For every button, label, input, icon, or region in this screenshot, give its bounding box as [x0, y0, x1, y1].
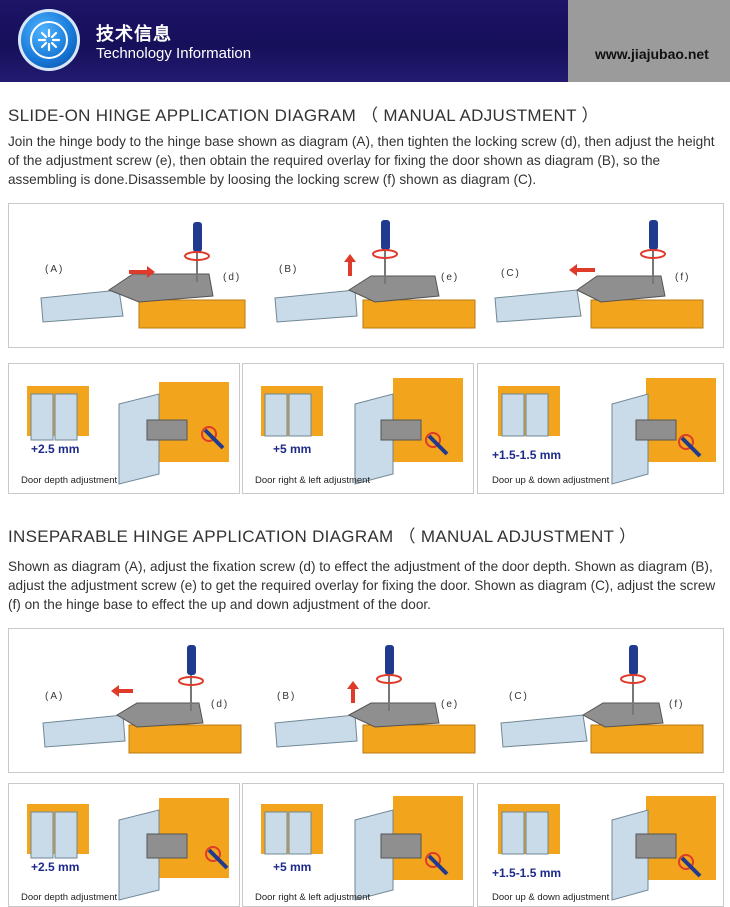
header-title-cn: 技术信息 [96, 24, 172, 44]
header-right-band [568, 0, 730, 82]
screwdriver-icon [385, 645, 394, 675]
screwdriver-icon [187, 645, 196, 675]
diagram-c-label: (C) [509, 691, 529, 702]
adjust-value-lr: +5 mm [273, 442, 312, 456]
rotate-arrow-icon [425, 432, 441, 448]
screwdriver-icon [680, 436, 702, 458]
site-url[interactable]: www.jiajubao.net [595, 46, 709, 62]
arrow-up-icon [347, 681, 359, 703]
screwdriver-icon [649, 220, 658, 250]
adjust-value-lr: +5 mm [273, 860, 312, 874]
diagram-c-screw-label: (f) [669, 699, 685, 710]
section2-adjust-panel-lr: +5 mm Door right & left adjustment [242, 783, 474, 907]
diagram-a-screw-label: (d) [211, 699, 230, 710]
diagram-b-label: (B) [277, 691, 297, 702]
screwdriver-icon [381, 220, 390, 250]
screwdriver-icon [427, 854, 449, 876]
section2-diagram-panel: (A) (d) (B) (e) (C) (f) [8, 628, 724, 773]
door-depth-illustration [27, 798, 229, 901]
rotate-arrow-icon [184, 251, 210, 261]
arrow-right-icon [129, 266, 155, 278]
rotate-arrow-icon [376, 674, 402, 684]
screwdriver-icon [629, 645, 638, 675]
inseparable-hinge-diagram-a [42, 645, 242, 754]
arrow-left-icon [111, 685, 133, 697]
door-ud-illustration [498, 378, 716, 485]
diagram-a-label: (A) [45, 691, 65, 702]
diagram-b-label: (B) [279, 264, 299, 275]
section1-adjust-panel-lr: +5 mm Door right & left adjustment [242, 363, 474, 494]
door-depth-illustration [27, 382, 229, 485]
diagram-a-screw-label: (d) [223, 272, 242, 283]
rotate-arrow-icon [620, 674, 646, 684]
screwdriver-icon [193, 222, 202, 252]
rotate-arrow-icon [425, 852, 441, 868]
adjust-value-ud: +1.5-1.5 mm [492, 866, 562, 880]
diagram-c-screw-label: (f) [675, 272, 691, 283]
rotate-arrow-icon [178, 676, 204, 686]
header-left-band [0, 0, 568, 82]
adjust-caption-lr: Door right & left adjustment [255, 475, 371, 486]
rotate-arrow-icon [678, 434, 694, 450]
logo-icon [18, 9, 80, 71]
adjust-caption-lr: Door right & left adjustment [255, 892, 371, 903]
header-banner: 技术信息 Technology Information www.jiajubao… [0, 0, 730, 82]
hinge-diagram-b [274, 220, 476, 329]
rotate-arrow-icon [640, 249, 666, 259]
rotate-arrow-icon [372, 249, 398, 259]
arrow-up-icon [344, 254, 356, 276]
door-lr-illustration [261, 796, 463, 901]
section1-adjust-panel-ud: +1.5-1.5 mm Door up & down adjustment [477, 363, 724, 494]
section2-body: Shown as diagram (A), adjust the fixatio… [8, 559, 716, 612]
inseparable-hinge-diagram-b [274, 645, 476, 754]
screwdriver-icon [207, 848, 229, 870]
adjust-caption-ud: Door up & down adjustment [492, 475, 610, 486]
adjust-value-depth: +2.5 mm [31, 442, 80, 456]
section2-adjust-panel-depth: +2.5 mm Door depth adjustment [8, 783, 240, 907]
screwdriver-icon [427, 434, 449, 456]
logo-ring [30, 21, 68, 59]
section1-title: SLIDE-ON HINGE APPLICATION DIAGRAM （ MAN… [8, 106, 599, 125]
rotate-arrow-icon [201, 426, 217, 442]
adjust-value-ud: +1.5-1.5 mm [492, 448, 562, 462]
arrow-left-icon [569, 264, 595, 276]
diagram-b-screw-label: (e) [441, 699, 460, 710]
adjust-caption-ud: Door up & down adjustment [492, 892, 610, 903]
diagram-a-label: (A) [45, 264, 65, 275]
adjust-caption-depth: Door depth adjustment [21, 892, 118, 903]
rotate-arrow-icon [205, 846, 221, 862]
section1-diagram-panel: (A) (d) (B) (e) (C) (f) [8, 203, 724, 348]
screwdriver-icon [203, 428, 225, 450]
inseparable-hinge-diagram-c [500, 645, 704, 754]
hinge-diagram-a [40, 222, 246, 329]
door-lr-illustration [261, 378, 463, 485]
logo-star-icon [37, 28, 61, 52]
header-title-en: Technology Information [96, 45, 252, 62]
door-ud-illustration [498, 796, 716, 901]
section1-adjust-panel-depth: +2.5 mm Door depth adjustment [8, 363, 240, 494]
section2-title: INSEPARABLE HINGE APPLICATION DIAGRAM （ … [8, 527, 637, 546]
adjust-caption-depth: Door depth adjustment [21, 475, 118, 486]
adjust-value-depth: +2.5 mm [31, 860, 80, 874]
diagram-b-screw-label: (e) [441, 272, 460, 283]
section1-body: Join the hinge body to the hinge base sh… [8, 134, 715, 187]
rotate-arrow-icon [678, 854, 694, 870]
hinge-diagram-c [494, 220, 704, 329]
section2-adjust-panel-ud: +1.5-1.5 mm Door up & down adjustment [477, 783, 724, 907]
diagram-c-label: (C) [501, 268, 521, 279]
screwdriver-icon [680, 856, 702, 878]
